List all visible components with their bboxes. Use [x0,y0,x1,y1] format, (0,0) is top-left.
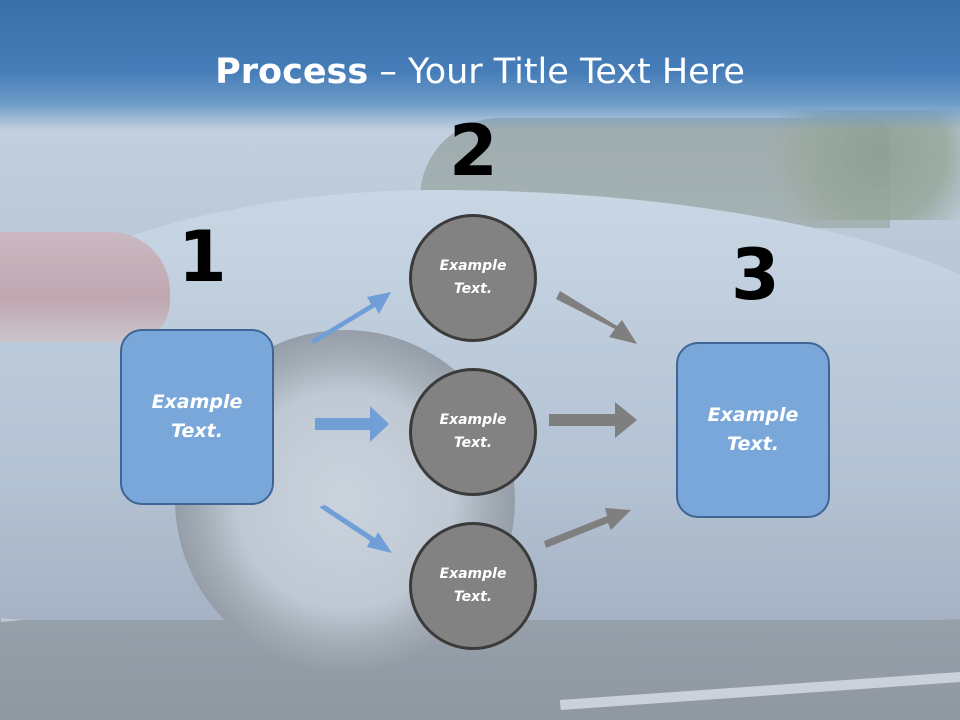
arrow-from-middle-circle [549,402,637,438]
step-1-box: Example Text. [120,329,274,505]
arrow-to-top-circle [310,292,391,344]
arrow-to-middle-circle [315,406,389,442]
step-2-circle-bottom: Example Text. [409,522,537,650]
step-number-3: 3 [731,234,780,316]
title-rest: – Your Title Text Here [368,52,745,92]
step-2-circle-top: Example Text. [409,214,537,342]
arrow-from-bottom-circle [544,508,631,548]
arrow-to-bottom-circle [319,505,392,553]
title-bold: Process [215,52,369,92]
circle-label: Example Text. [439,566,507,605]
step-2-circle-middle: Example Text. [409,368,537,496]
car-taillight [0,232,170,342]
circle-label: Example Text. [439,412,507,451]
step-3-label: Example Text. [707,404,799,455]
title-bar [0,0,960,130]
circle-label: Example Text. [439,258,507,297]
slide-title: Process – Your Title Text Here [0,52,960,92]
step-1-label: Example Text. [151,391,243,442]
step-number-2: 2 [449,110,498,192]
step-number-1: 1 [178,216,227,298]
arrow-from-top-circle [556,291,637,344]
step-3-box: Example Text. [676,342,830,518]
